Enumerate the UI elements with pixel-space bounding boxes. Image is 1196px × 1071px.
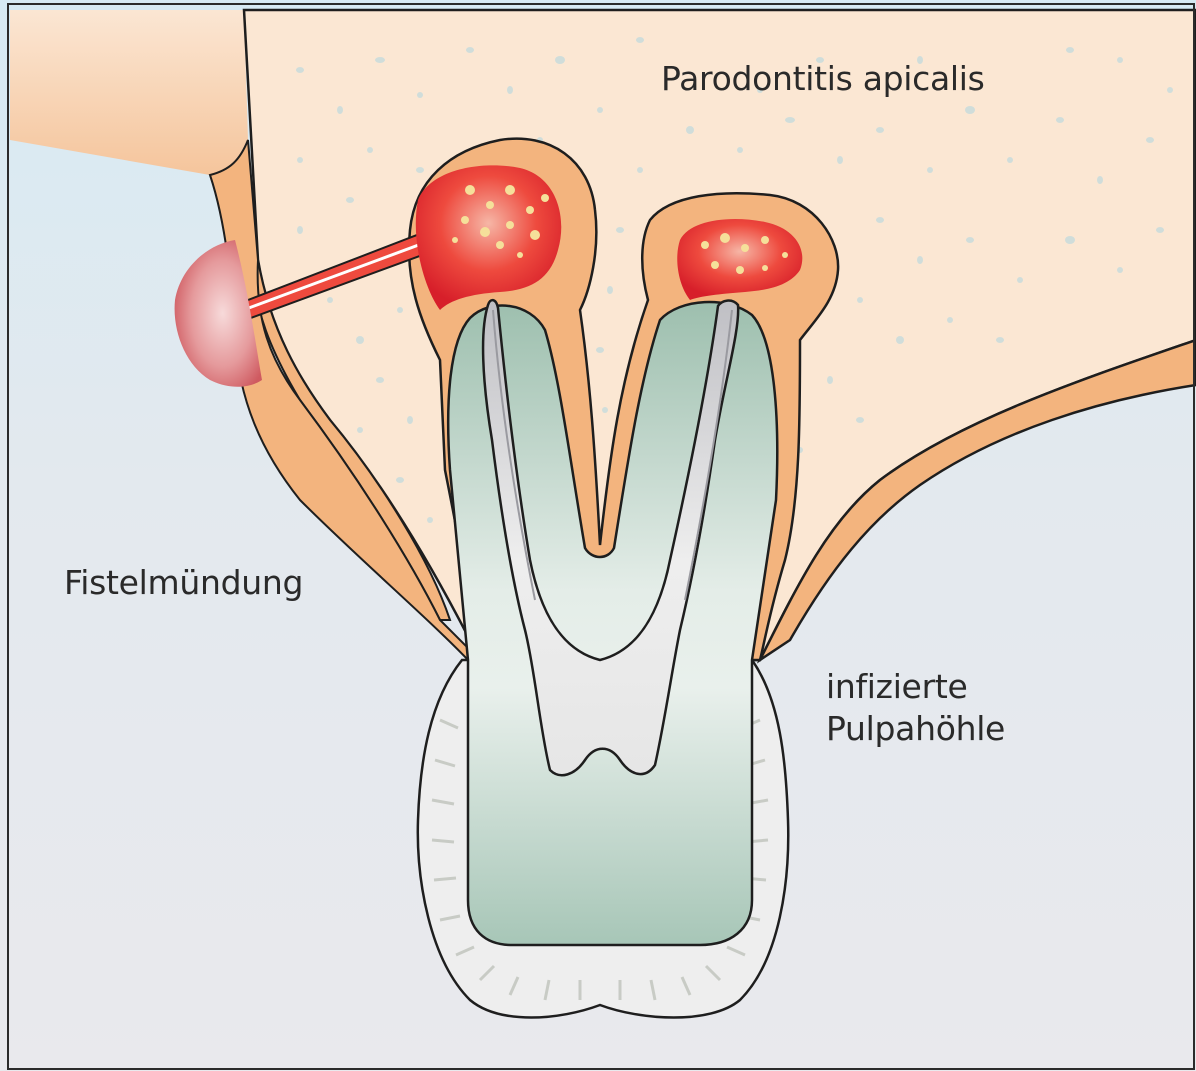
label-parodontitis-apicalis: Parodontitis apicalis (661, 58, 985, 100)
label-fistelmuendung: Fistelmündung (64, 562, 303, 604)
label-pulpa-line2: Pulpahöhle (826, 708, 1005, 750)
label-pulpa-line1: infizierte (826, 666, 1005, 708)
label-infizierte-pulpahoehle: infizierte Pulpahöhle (826, 666, 1005, 749)
